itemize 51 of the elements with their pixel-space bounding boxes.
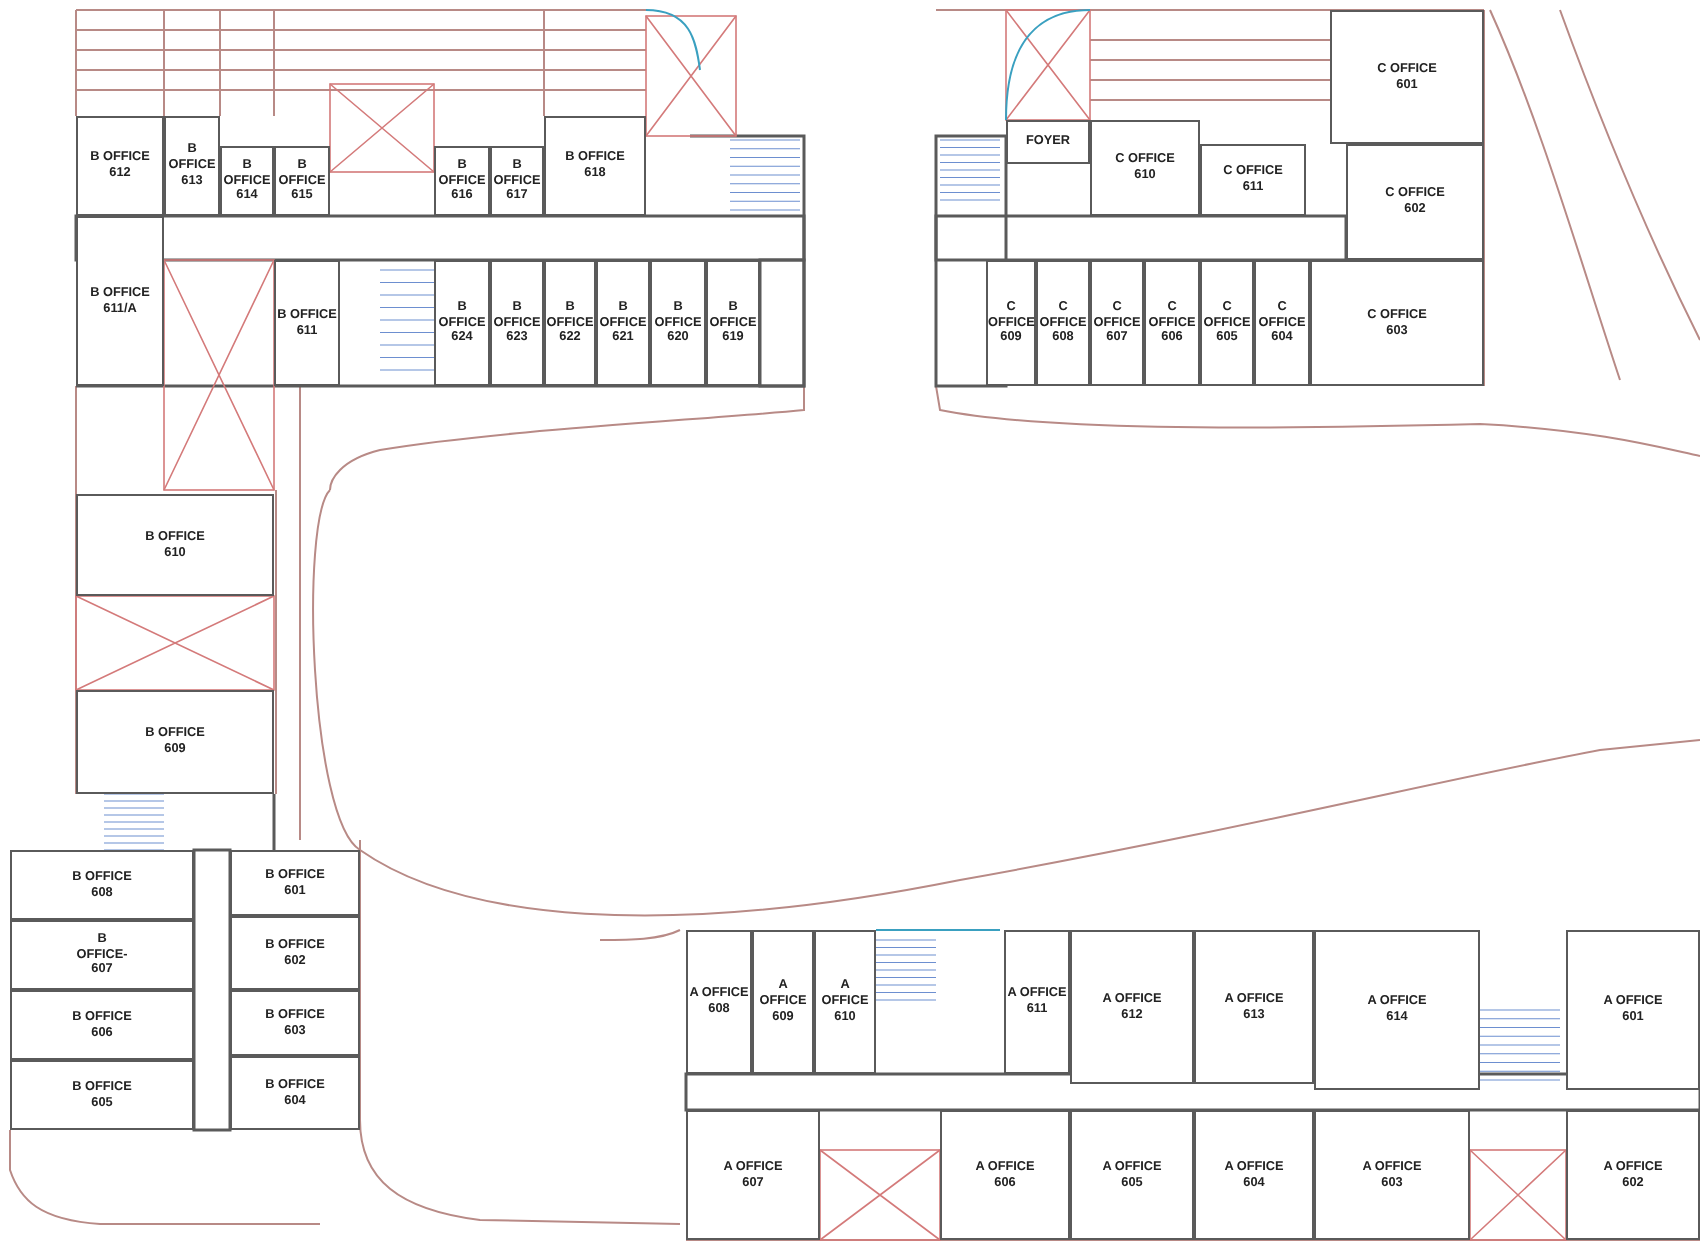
- office-room: [76, 116, 164, 216]
- office-room: [490, 146, 544, 216]
- office-room: [752, 930, 814, 1074]
- office-room: [1006, 120, 1090, 164]
- office-room: [986, 260, 1036, 386]
- office-room: [1090, 260, 1144, 386]
- office-room: [1194, 1110, 1314, 1240]
- office-room: [1036, 260, 1090, 386]
- office-room: [814, 930, 876, 1074]
- office-room: [274, 260, 340, 386]
- office-room: [10, 990, 194, 1060]
- office-room: [230, 1056, 360, 1130]
- office-room: [1070, 930, 1194, 1084]
- office-room: [76, 216, 164, 386]
- office-room: [434, 260, 490, 386]
- office-room: [706, 260, 760, 386]
- office-room: [490, 260, 544, 386]
- office-room: [940, 1110, 1070, 1240]
- office-room: [1004, 930, 1070, 1074]
- office-room: [686, 1110, 820, 1240]
- office-room: [10, 920, 194, 990]
- office-room: [1314, 1110, 1470, 1240]
- office-room: [274, 146, 330, 216]
- office-room: [10, 1060, 194, 1130]
- office-room: [164, 116, 220, 216]
- office-room: [10, 850, 194, 920]
- office-room: [1566, 930, 1700, 1090]
- office-room: [686, 930, 752, 1074]
- office-room: [1200, 260, 1254, 386]
- office-room: [1090, 120, 1200, 216]
- office-room: [650, 260, 706, 386]
- office-room: [1200, 144, 1306, 216]
- office-room: [230, 990, 360, 1056]
- office-room: [1314, 930, 1480, 1090]
- office-room: [596, 260, 650, 386]
- office-room: [434, 146, 490, 216]
- office-room: [1070, 1110, 1194, 1240]
- office-room: [220, 146, 274, 216]
- office-room: [544, 116, 646, 216]
- office-room: [1144, 260, 1200, 386]
- office-room: [230, 850, 360, 916]
- office-room: [230, 916, 360, 990]
- office-room: [1330, 10, 1484, 144]
- office-room: [544, 260, 596, 386]
- office-room: [1566, 1110, 1700, 1240]
- office-room: [1254, 260, 1310, 386]
- office-room: [76, 494, 274, 596]
- office-room: [1346, 144, 1484, 260]
- office-room: [1194, 930, 1314, 1084]
- office-room: [76, 690, 274, 794]
- office-room: [1310, 260, 1484, 386]
